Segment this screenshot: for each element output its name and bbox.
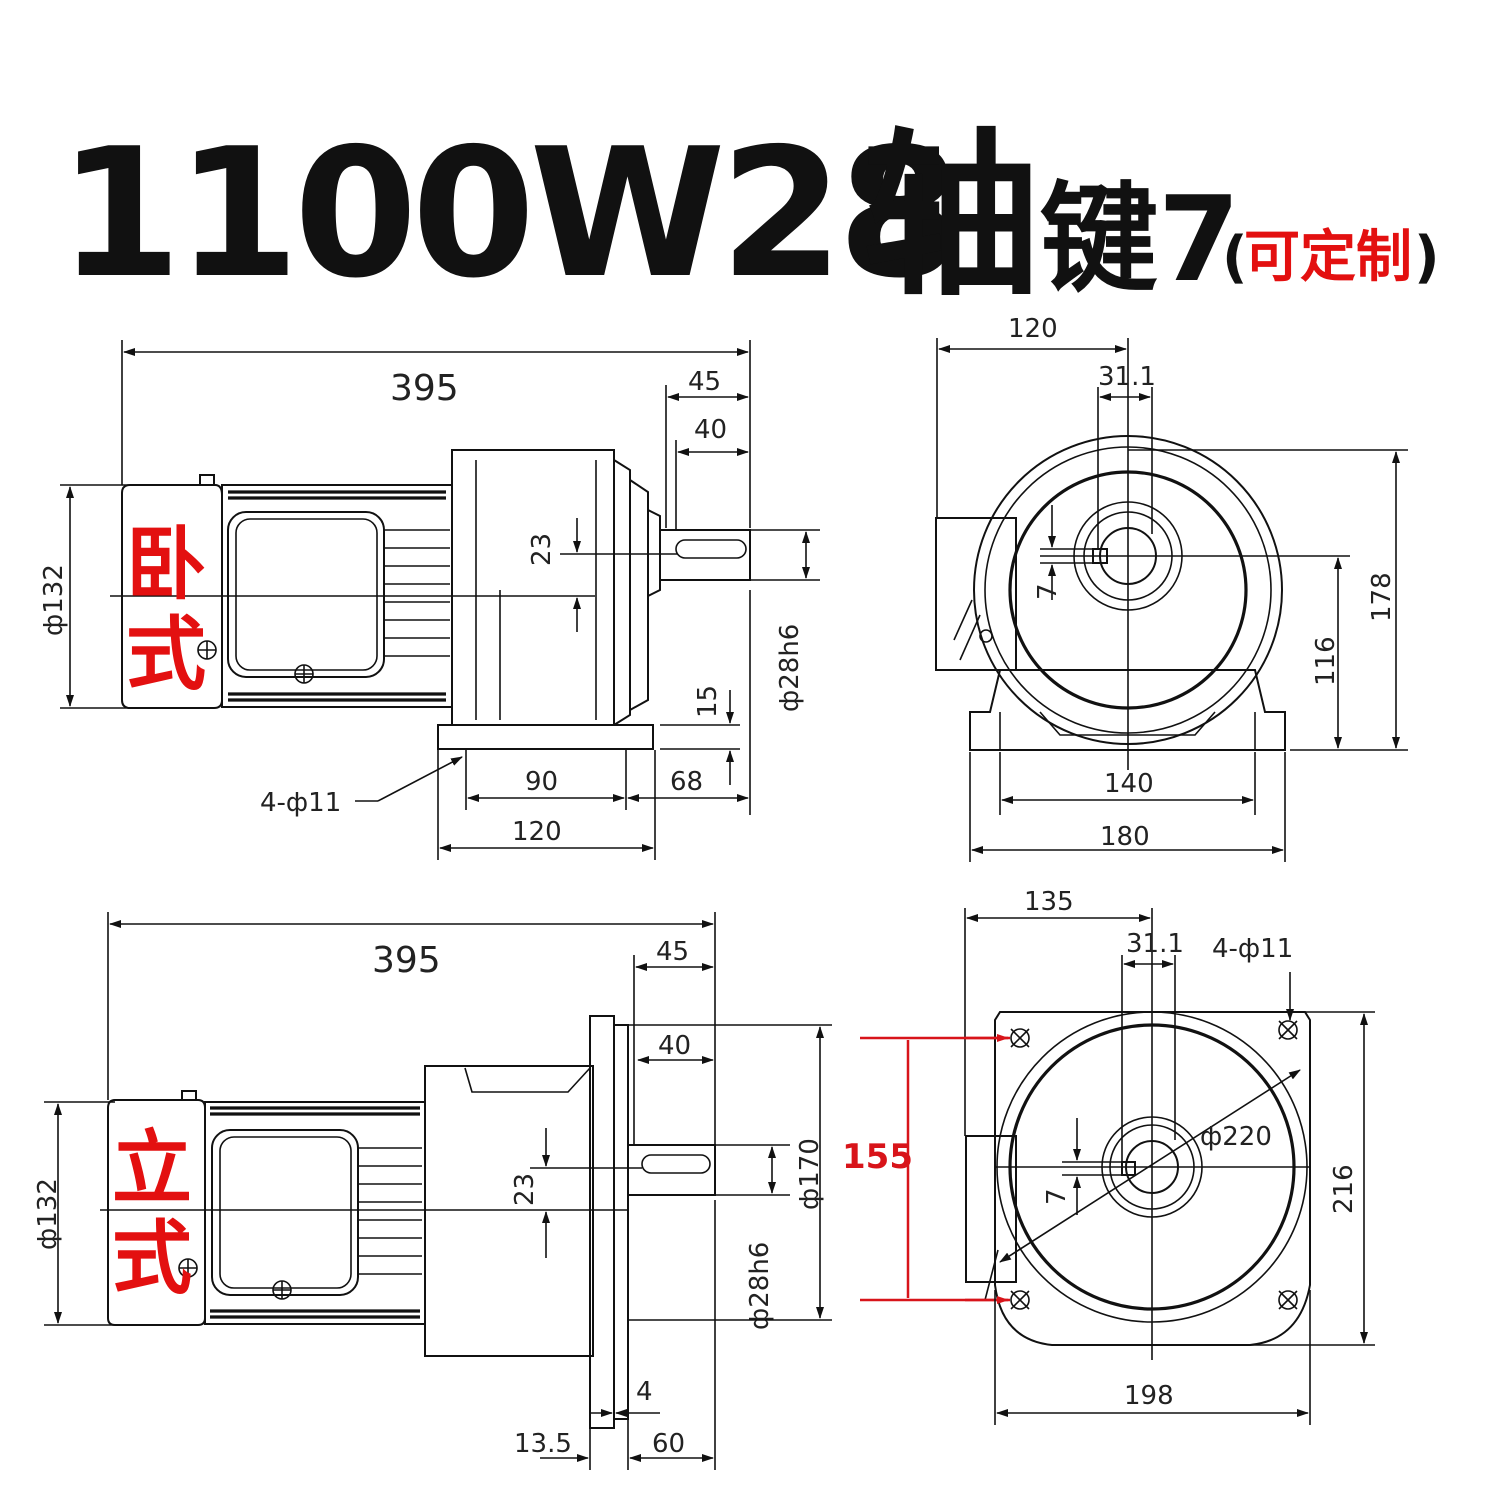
title-main: 1100W28 — [58, 110, 955, 317]
horizontal-front-view: 120 31.1 7 116 178 140 180 — [935, 314, 1408, 862]
dim-vertical-body-dia: ф132 — [33, 1178, 63, 1250]
dim-front-feet-140: 140 — [1104, 769, 1154, 799]
dim-horizontal-base-120: 120 — [512, 817, 562, 847]
dim-front-key-31: 31.1 — [1098, 362, 1156, 392]
dim-vertical-flange-13-5: 13.5 — [514, 1429, 572, 1459]
dim-horizontal-shaft-45: 45 — [688, 367, 721, 397]
title-shaft: 轴 — [862, 113, 1040, 320]
horizontal-side-view: 395 45 40 23 ф132 ф28h6 15 4-ф11 — [39, 340, 820, 860]
dim-flange-height-216: 216 — [1329, 1164, 1359, 1214]
dim-flange-pcd: ф220 — [1200, 1122, 1272, 1152]
dim-vertical-flange-dia: ф170 — [795, 1138, 825, 1210]
dim-front-height-178: 178 — [1367, 572, 1397, 622]
dim-horizontal-key-23: 23 — [527, 533, 557, 566]
dim-flange-bolt-155: 155 — [842, 1137, 913, 1177]
dim-horizontal-shaft-40: 40 — [694, 415, 727, 445]
dim-vertical-key-23: 23 — [510, 1173, 540, 1206]
dim-horizontal-body-dia: ф132 — [39, 564, 69, 636]
mount-label-vertical-2: 式 — [112, 1212, 192, 1305]
dim-flange-key-7: 7 — [1042, 1188, 1072, 1205]
dim-front-width-120: 120 — [1008, 314, 1058, 344]
dim-vertical-flange-4: 4 — [636, 1377, 653, 1407]
page-title: 1100W28 轴 键7 ( 可定制 ) — [58, 110, 1440, 320]
dim-horizontal-holes: 4-ф11 — [260, 788, 341, 818]
title-key: 键7 — [1040, 170, 1240, 308]
mount-label-horizontal-1: 卧 — [126, 518, 206, 611]
dim-horizontal-feet-90: 90 — [525, 767, 558, 797]
mount-label-vertical-1: 立 — [112, 1122, 192, 1215]
dim-vertical-shaft-45: 45 — [656, 937, 689, 967]
dim-flange-width-135: 135 — [1024, 887, 1074, 917]
dim-horizontal-shaft-dia: ф28h6 — [775, 624, 805, 712]
dim-flange-198: 198 — [1124, 1381, 1174, 1411]
dim-vertical-length: 395 — [372, 940, 441, 981]
dim-vertical-flange-60: 60 — [652, 1429, 685, 1459]
dim-flange-holes: 4-ф11 — [1212, 934, 1293, 964]
mount-label-horizontal-2: 式 — [126, 608, 206, 701]
dim-horizontal-base-15: 15 — [693, 685, 723, 718]
dim-horizontal-length: 395 — [390, 368, 459, 409]
vertical-front-view: 135 31.1 4-ф11 ф220 7 155 216 198 — [842, 887, 1375, 1425]
dim-horizontal-feet-68: 68 — [670, 767, 703, 797]
dim-front-base-180: 180 — [1100, 822, 1150, 852]
dim-front-center-116: 116 — [1311, 636, 1341, 686]
dim-vertical-shaft-dia: ф28h6 — [745, 1242, 775, 1330]
title-paren-open: ( — [1222, 225, 1248, 290]
title-paren-close: ) — [1414, 225, 1440, 290]
vertical-side-view: 395 45 40 23 ф132 ф28h6 ф170 4 — [33, 912, 832, 1470]
title-customizable: 可定制 — [1244, 225, 1412, 290]
dim-front-key-7: 7 — [1033, 583, 1063, 600]
dim-vertical-shaft-40: 40 — [658, 1031, 691, 1061]
dim-flange-key-31: 31.1 — [1126, 929, 1184, 959]
